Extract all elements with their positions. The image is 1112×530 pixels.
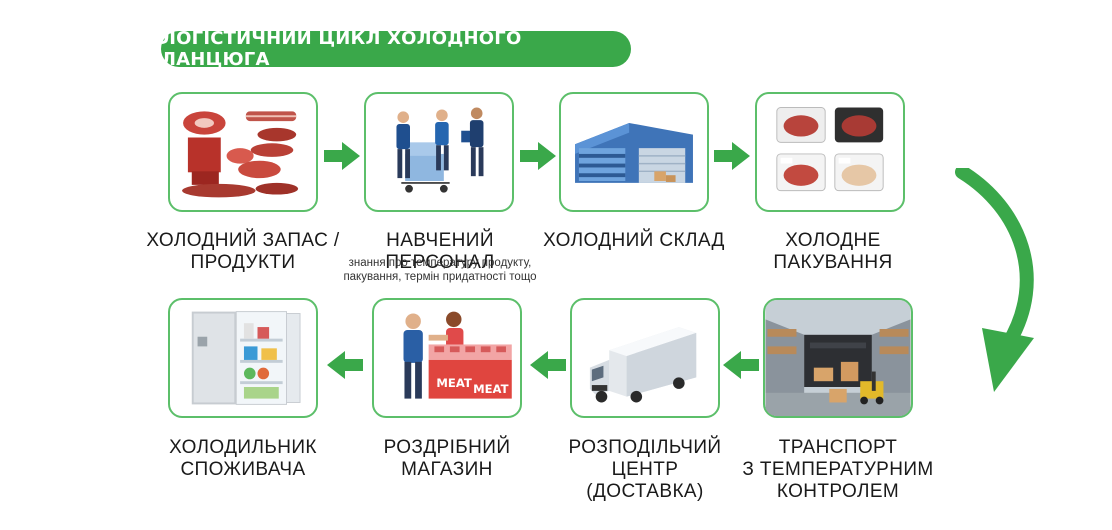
curved-arrow-icon xyxy=(950,165,1050,398)
step-box-transport xyxy=(763,298,913,418)
sublabel-line: знання про температуру продукту, xyxy=(348,257,532,269)
step-label-distribution: РОЗПОДІЛЬЧИЙ ЦЕНТР (ДОСТАВКА) xyxy=(545,437,745,503)
meat-products-icon xyxy=(182,111,299,198)
label-line: РОЗПОДІЛЬЧИЙ xyxy=(568,437,722,458)
store-sign-left: MEAT xyxy=(436,376,472,390)
step-box-cold-warehouse xyxy=(559,92,709,212)
arrow-left-icon xyxy=(723,350,759,380)
arrow-left-icon xyxy=(530,350,566,380)
label-line: З ТЕМПЕРАТУРНИМ xyxy=(742,459,934,480)
label-line: (ДОСТАВКА) xyxy=(586,481,704,502)
retail-store-icon: MEAT MEAT xyxy=(403,311,512,399)
arrow-right-icon xyxy=(520,141,556,171)
arrow-right-icon xyxy=(714,141,750,171)
delivery-truck-icon xyxy=(589,327,697,403)
label-line: СПОЖИВАЧА xyxy=(180,459,306,480)
label-line: ХОЛОДНИЙ ЗАПАС / xyxy=(146,230,340,251)
arrow-right-icon xyxy=(324,141,360,171)
diagram-title: ЛОГІСТИЧНИЙ ЦИКЛ ХОЛОДНОГО ЛАНЦЮГА xyxy=(161,28,631,70)
step-label-cold-warehouse: ХОЛОДНИЙ СКЛАД xyxy=(534,230,734,252)
step-box-distribution xyxy=(570,298,720,418)
sublabel-line: пакування, термін придатності тощо xyxy=(343,271,537,283)
arrow-left-icon xyxy=(327,350,363,380)
step-box-cold-packaging xyxy=(755,92,905,212)
store-sign-right: MEAT xyxy=(473,382,509,396)
label-line: ХОЛОДНИЙ СКЛАД xyxy=(543,230,725,251)
label-line: ЦЕНТР xyxy=(611,459,679,480)
cold-packaging-icon xyxy=(776,107,884,192)
step-label-cold-stock: ХОЛОДНИЙ ЗАПАС / ПРОДУКТИ xyxy=(140,230,346,274)
label-line: ХОЛОДНЕ ПАКУВАННЯ xyxy=(773,230,893,273)
step-box-consumer-fridge xyxy=(168,298,318,418)
label-line: РОЗДРІБНИЙ xyxy=(383,437,511,458)
label-line: ПРОДУКТИ xyxy=(190,252,296,273)
cold-warehouse-icon xyxy=(575,123,693,183)
step-label-cold-packaging: ХОЛОДНЕ ПАКУВАННЯ xyxy=(728,230,938,274)
label-line: МАГАЗИН xyxy=(401,459,493,480)
step-box-cold-stock xyxy=(168,92,318,212)
label-line: КОНТРОЛЕМ xyxy=(776,481,900,502)
step-label-retail: РОЗДРІБНИЙ МАГАЗИН xyxy=(347,437,547,481)
step-box-trained-staff xyxy=(364,92,514,212)
step-box-retail: MEAT MEAT xyxy=(372,298,522,418)
step-label-consumer-fridge: ХОЛОДИЛЬНИК СПОЖИВАЧА xyxy=(140,437,346,481)
step-label-transport: ТРАНСПОРТ З ТЕМПЕРАТУРНИМ КОНТРОЛЕМ xyxy=(736,437,940,503)
step-label-trained-staff: НАВЧЕНИЙ ПЕРСОНАЛ xyxy=(340,230,540,274)
forklift-loading-icon xyxy=(765,300,911,416)
label-line: ХОЛОДИЛЬНИК xyxy=(169,437,317,458)
step-sublabel-trained-staff: знання про температуру продукту, пакуван… xyxy=(330,256,550,284)
consumer-fridge-icon xyxy=(191,311,301,405)
trained-staff-icon xyxy=(396,107,484,193)
label-line: ТРАНСПОРТ xyxy=(778,437,898,458)
label-line: НАВЧЕНИЙ ПЕРСОНАЛ xyxy=(385,230,495,273)
